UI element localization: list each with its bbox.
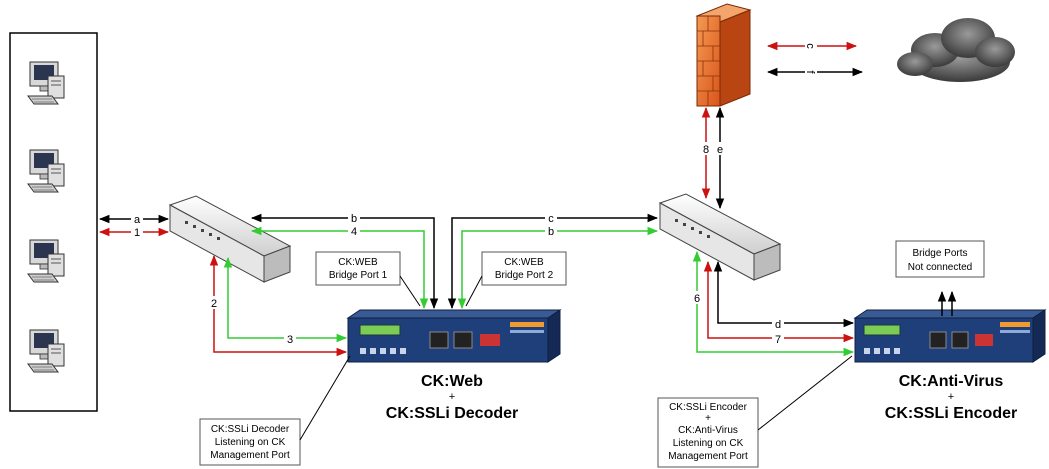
workstation-2-icon bbox=[27, 149, 65, 193]
label-8: 8 bbox=[703, 144, 709, 156]
callout-ssli-encoder-line1: CK:SSLi Encoder bbox=[669, 402, 747, 413]
ck-web-appliance-icon bbox=[346, 309, 562, 363]
label-3: 3 bbox=[287, 334, 293, 346]
callout-bridge-port-2: CK:WEB Bridge Port 2 bbox=[465, 251, 567, 307]
callout-bridge-port-1: CK:WEB Bridge Port 1 bbox=[315, 251, 421, 307]
arrow-b-right bbox=[457, 226, 659, 310]
device-av-second: CK:SSLi Encoder bbox=[885, 405, 1017, 422]
callout-bridge-port-2-line1: CK:WEB bbox=[504, 257, 544, 268]
label-d: d bbox=[775, 319, 781, 331]
label-cloud-black: f bbox=[804, 70, 816, 74]
callout-ssli-encoder-line5: Management Port bbox=[668, 451, 748, 462]
clients-box bbox=[9, 32, 98, 412]
callout-ssli-decoder-line2: Listening on CK bbox=[215, 437, 286, 448]
callout-bridge-not-connected-line1: Bridge Ports bbox=[912, 248, 967, 259]
workstation-4-icon bbox=[27, 329, 65, 373]
label-cloud-red: c bbox=[804, 43, 816, 49]
callout-ssli-encoder-mgmt: CK:SSLi Encoder + CK:Anti-Virus Listenin… bbox=[657, 355, 853, 468]
label-e: e bbox=[717, 144, 723, 156]
arrow-b-left bbox=[250, 213, 439, 310]
device-av-name: CK:Anti-Virus bbox=[899, 373, 1004, 390]
callout-ssli-decoder-line3: Management Port bbox=[210, 450, 290, 461]
label-2: 2 bbox=[211, 298, 217, 310]
label-a: a bbox=[134, 214, 141, 226]
arrow-c bbox=[447, 213, 659, 310]
callout-bridge-not-connected: Bridge Ports Not connected bbox=[895, 240, 985, 278]
label-b-left: b bbox=[351, 213, 357, 225]
workstation-3-icon bbox=[27, 239, 65, 283]
ck-antivirus-appliance-icon bbox=[853, 309, 1047, 363]
arrow-2 bbox=[209, 254, 348, 357]
label-7: 7 bbox=[775, 334, 781, 346]
device-web-plus: + bbox=[449, 391, 455, 403]
arrow-6 bbox=[692, 250, 855, 357]
arrow-4 bbox=[250, 226, 429, 310]
device-web-name: CK:Web bbox=[421, 373, 483, 390]
label-6: 6 bbox=[694, 293, 700, 305]
label-4: 4 bbox=[351, 226, 357, 238]
callout-bridge-port-1-line2: Bridge Port 1 bbox=[329, 270, 388, 281]
label-c: c bbox=[548, 213, 554, 225]
callout-ssli-decoder-line1: CK:SSLi Decoder bbox=[211, 424, 290, 435]
device-web-second: CK:SSLi Decoder bbox=[386, 405, 518, 422]
callout-bridge-port-2-line2: Bridge Port 2 bbox=[495, 270, 554, 281]
arrow-3 bbox=[223, 256, 348, 343]
label-1: 1 bbox=[134, 227, 140, 239]
workstation-1-icon bbox=[27, 61, 65, 105]
callout-ssli-decoder-mgmt: CK:SSLi Decoder Listening on CK Manageme… bbox=[199, 355, 351, 466]
callout-ssli-encoder-line4: Listening on CK bbox=[673, 438, 744, 449]
internet-cloud-icon bbox=[897, 18, 1015, 82]
callout-ssli-encoder-line2: + bbox=[705, 413, 711, 424]
callout-bridge-port-1-line1: CK:WEB bbox=[338, 257, 378, 268]
callout-ssli-encoder-line3: CK:Anti-Virus bbox=[678, 425, 738, 436]
firewall-icon bbox=[695, 3, 752, 107]
switch-left-icon bbox=[168, 195, 292, 283]
label-b-right: b bbox=[548, 226, 554, 238]
device-av-plus: + bbox=[948, 391, 954, 403]
callout-bridge-not-connected-line2: Not connected bbox=[908, 262, 973, 273]
